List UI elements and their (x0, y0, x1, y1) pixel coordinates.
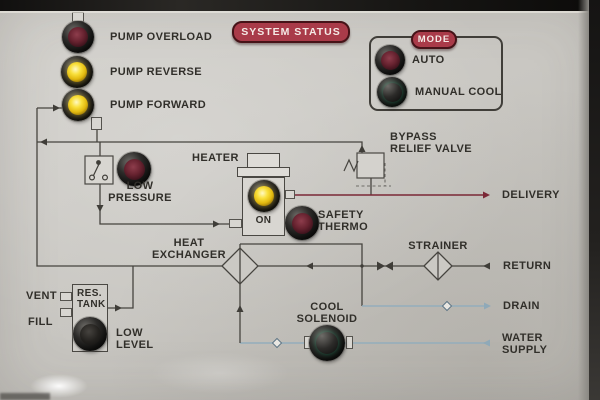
arrow-up-riser (236, 305, 244, 312)
low-pressure-label-line2: PRESSURE (108, 192, 172, 204)
photo-bottom-corner (0, 393, 50, 400)
bypass-label-line1: BYPASS (390, 131, 437, 143)
low-pressure-light (117, 152, 151, 186)
photo-top-edge (0, 0, 600, 11)
cool-solenoid-label-line2: SOLENOID (296, 313, 358, 325)
arrow-into-heater (213, 220, 220, 228)
shutoff-valve-icon (377, 261, 393, 271)
safety-thermo-label-line2: THERMO (318, 221, 369, 233)
flow-arrows (40, 104, 491, 347)
heat-exchanger-label-line2: EXCHANGER (152, 249, 226, 261)
photo-right-edge (589, 0, 600, 400)
low-pressure-label: LOW PRESSURE (104, 180, 176, 204)
arrow-water-supply (483, 339, 490, 347)
tank-branch-line (108, 266, 134, 309)
bypass-label-line2: RELIEF VALVE (390, 143, 473, 155)
safety-thermo-label-line1: SAFETY (318, 209, 364, 221)
solenoid-mount-tab (346, 336, 353, 349)
low-level-lens (79, 323, 101, 345)
pump-forward-light (62, 89, 94, 121)
arrow-return-end (483, 262, 490, 270)
auto-light (375, 45, 405, 75)
res-tank-label-line2: TANK (77, 299, 106, 310)
manual-cool-lens (383, 83, 402, 102)
vent-label: VENT (26, 290, 57, 302)
lamp-mount-tab (91, 117, 102, 130)
delivery-label: DELIVERY (502, 189, 560, 201)
low-level-light (73, 317, 107, 351)
drain-label: DRAIN (503, 300, 540, 312)
bypass-relief-valve-label: BYPASS RELIEF VALVE (390, 131, 472, 155)
return-label: RETURN (503, 260, 552, 272)
arrow-into-pump-forward (53, 104, 60, 112)
arrow-delivery (483, 191, 490, 199)
relief-valve-spring-icon (343, 158, 359, 173)
system-status-banner: SYSTEM STATUS (232, 21, 350, 43)
arrow-down-pressure-line (96, 205, 104, 212)
cool-solenoid-label-line1: COOL (310, 301, 344, 313)
suction-return-line (36, 108, 490, 267)
heater-on-light (248, 180, 280, 212)
panel-right-shadow (578, 0, 589, 400)
cool-solenoid-lens (316, 332, 338, 354)
arrow-left-top-line (40, 138, 47, 146)
heater-inlet-stub (229, 219, 242, 228)
fill-label: FILL (28, 316, 53, 328)
strainer-label: STRAINER (408, 240, 468, 252)
pump-overload-light (62, 21, 94, 53)
pump-overload-label: PUMP OVERLOAD (110, 31, 213, 43)
heat-exchanger-label-line1: HEAT (173, 237, 205, 249)
arrow-up-bypass (358, 145, 366, 152)
low-pressure-lens (123, 158, 145, 180)
pump-reverse-lens (67, 62, 87, 82)
manual-cool-light (377, 77, 407, 107)
heater-on-label: ON (255, 215, 272, 226)
mode-banner: MODE (411, 30, 457, 49)
vent-stub (60, 292, 72, 301)
water-supply-label-line1: WATER (502, 332, 543, 344)
cool-solenoid-light (309, 325, 345, 361)
bypass-pilot-dashed-line (356, 163, 391, 187)
line-junction-dot (360, 264, 364, 268)
water-fitting-diamond (271, 337, 283, 349)
heater-outlet-stub (285, 190, 295, 199)
schematic-symbols (84, 152, 453, 349)
auto-label: AUTO (412, 54, 445, 66)
drain-fitting-diamond (441, 300, 453, 312)
pump-forward-label: PUMP FORWARD (110, 99, 207, 111)
bypass-relief-valve-box (356, 152, 385, 179)
pump-reverse-light (61, 56, 93, 88)
safety-thermo-light (285, 206, 319, 240)
heater-element-icon (247, 153, 280, 168)
cool-solenoid-label: COOL SOLENOID (287, 301, 367, 325)
pump-forward-lens (68, 95, 88, 115)
safety-thermo-label: SAFETY THERMO (318, 209, 368, 233)
water-supply-label-line2: SUPPLY (502, 344, 548, 356)
panel-top-highlight (0, 11, 600, 13)
low-level-label-line2: LEVEL (116, 339, 154, 351)
res-tank-label-line1: RES. (77, 288, 102, 299)
water-supply-label: WATER SUPPLY (502, 332, 547, 356)
pump-overload-lens (68, 27, 88, 47)
pressure-switch-icon (88, 160, 108, 181)
heater-flange-icon (237, 167, 290, 177)
low-pressure-label-line1: LOW (126, 180, 154, 192)
heater-label: HEATER (192, 152, 239, 164)
manual-cool-label: MANUAL COOL (415, 86, 502, 98)
low-level-label-line1: LOW (116, 327, 143, 339)
arrow-tank-branch (115, 304, 122, 312)
pump-reverse-label: PUMP REVERSE (110, 66, 203, 78)
low-level-label: LOW LEVEL (116, 327, 153, 351)
heat-exchanger-label: HEAT EXCHANGER (144, 237, 234, 261)
auto-lens (380, 50, 400, 70)
heater-on-lens (254, 186, 274, 206)
panel-smudge (150, 352, 290, 394)
fill-stub (60, 308, 72, 317)
cooling-loop-line (240, 243, 363, 306)
arrow-return-mid (306, 262, 313, 270)
safety-thermo-lens (291, 212, 313, 234)
arrow-drain (484, 302, 491, 310)
